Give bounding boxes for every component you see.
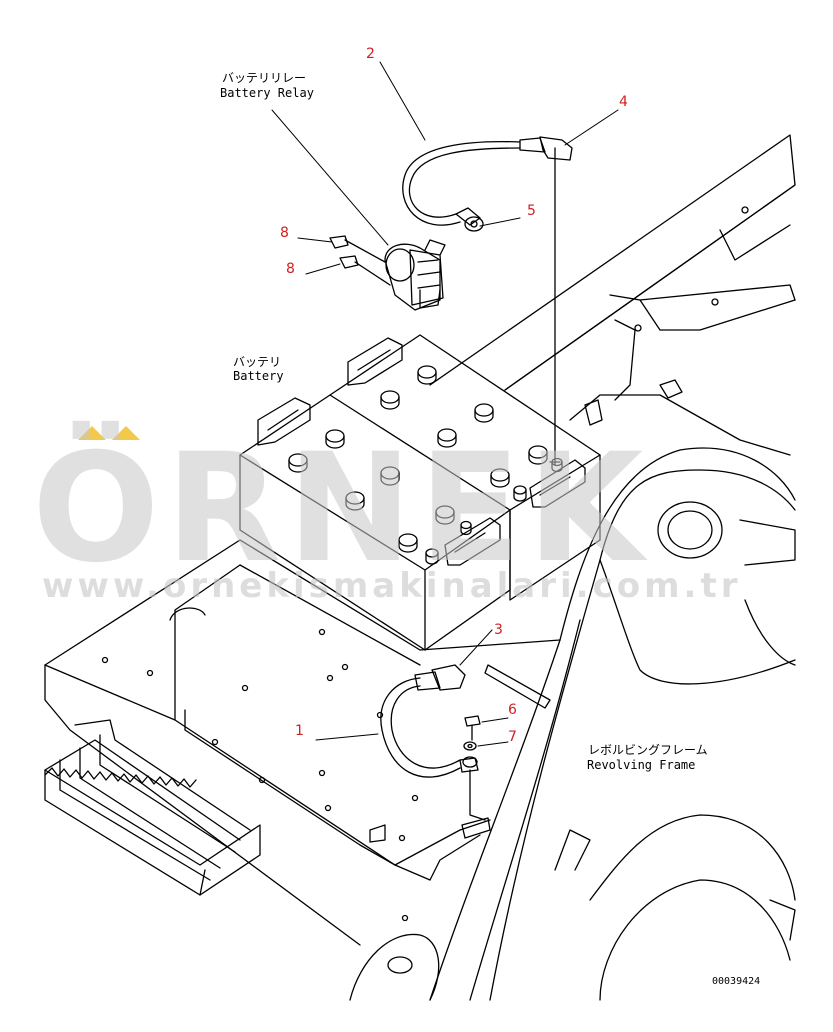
watermark-brand: ÖRNEK [32,420,649,596]
cable-1 [380,664,479,778]
callout-1: 1 [295,723,304,739]
revolving-frame [349,447,796,1001]
callout-3: 3 [494,622,503,638]
revolving-frame-label-en: Revolving Frame [587,758,695,772]
watermark-accent-icon [78,426,106,440]
revolving-frame-label-jp: レボルビングフレーム [588,743,708,757]
leader-lines [271,61,619,747]
battery-rear [329,334,601,601]
battery-base-plate [44,539,561,946]
battery-relay [384,239,446,311]
battery-relay-label-jp: バッテリリレー [222,71,306,85]
battery-relay-label-en: Battery Relay [220,86,314,100]
step [44,719,261,896]
callout-6: 6 [508,702,517,718]
drawing-code: 00039424 [712,976,760,987]
callout-5: 5 [527,203,536,219]
chassis-beam [429,134,796,456]
callout-8b: 8 [286,261,295,277]
cable-2 [402,136,573,466]
watermark-url: www.ornekismakinalari.com.tr [42,566,741,606]
callout-2: 2 [366,46,375,62]
callout-4: 4 [619,94,628,110]
callout-7: 7 [508,729,517,745]
battery-label-en: Battery [233,369,284,383]
battery-label-jp: バッテリ [233,355,281,369]
bolts-8 [329,235,391,286]
watermark: ÖRNEK www.ornekismakinalari.com.tr [32,420,741,606]
callout-8a: 8 [280,225,289,241]
watermark-accent-icon [112,426,140,440]
bolt-washer-6-7 [463,715,481,751]
